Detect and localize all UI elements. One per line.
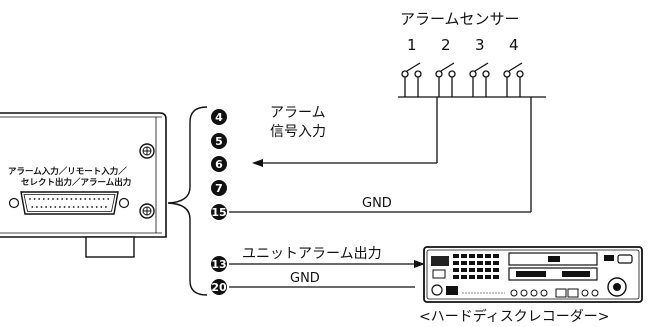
pin-marker-4: 4 — [211, 109, 227, 125]
sensor-title: アラームセンサー — [400, 10, 520, 28]
hard-disk-recorder-caption: <ハードディスクレコーダー> — [419, 308, 609, 325]
svg-text:6: 6 — [215, 158, 223, 171]
pin-marker-13: 13 — [211, 256, 227, 272]
device-connector-label-line1: アラーム入力／リモート入力／ — [8, 166, 127, 177]
sensor-switch-4 — [503, 62, 524, 97]
pin-marker-7: 7 — [211, 180, 227, 196]
gnd-label-top: GND — [362, 196, 392, 211]
svg-text:5: 5 — [215, 135, 223, 148]
dsub-connector-icon — [8, 191, 130, 215]
svg-text:20: 20 — [211, 281, 227, 294]
arrow-left-icon — [252, 159, 263, 167]
sensor-number-3: 3 — [475, 36, 485, 54]
svg-text:15: 15 — [211, 206, 226, 219]
pin-group-brace — [167, 106, 208, 296]
sensor-switches — [401, 62, 524, 97]
svg-text:4: 4 — [215, 111, 223, 124]
screw-icon — [139, 203, 155, 219]
sensor-number-4: 4 — [509, 36, 519, 54]
screw-icon — [139, 143, 155, 159]
svg-text:7: 7 — [215, 182, 223, 195]
pin-marker-6: 6 — [211, 156, 227, 172]
hard-disk-recorder-image — [423, 246, 643, 303]
device-foot — [85, 236, 135, 258]
alarm-signal-input-label-line1: アラーム — [270, 105, 326, 121]
alarm-signal-input-label-line2: 信号入力 — [270, 124, 326, 140]
unit-alarm-output-label: ユニットアラーム出力 — [242, 246, 382, 262]
sensor-number-2: 2 — [441, 36, 451, 54]
sensor-switch-3 — [469, 62, 490, 97]
arrow-right-icon — [414, 260, 425, 268]
device-connector-label-line2: セレクト出力／アラーム出力 — [21, 177, 131, 188]
pin-marker-5: 5 — [211, 133, 227, 149]
pin-marker-15: 15 — [211, 204, 227, 220]
pin-marker-20: 20 — [211, 279, 227, 295]
gnd-label-bottom: GND — [290, 271, 320, 286]
sensor-switch-2 — [435, 62, 456, 97]
sensor-number-1: 1 — [407, 36, 417, 54]
svg-text:13: 13 — [211, 258, 226, 271]
sensor-switch-1 — [401, 62, 422, 97]
